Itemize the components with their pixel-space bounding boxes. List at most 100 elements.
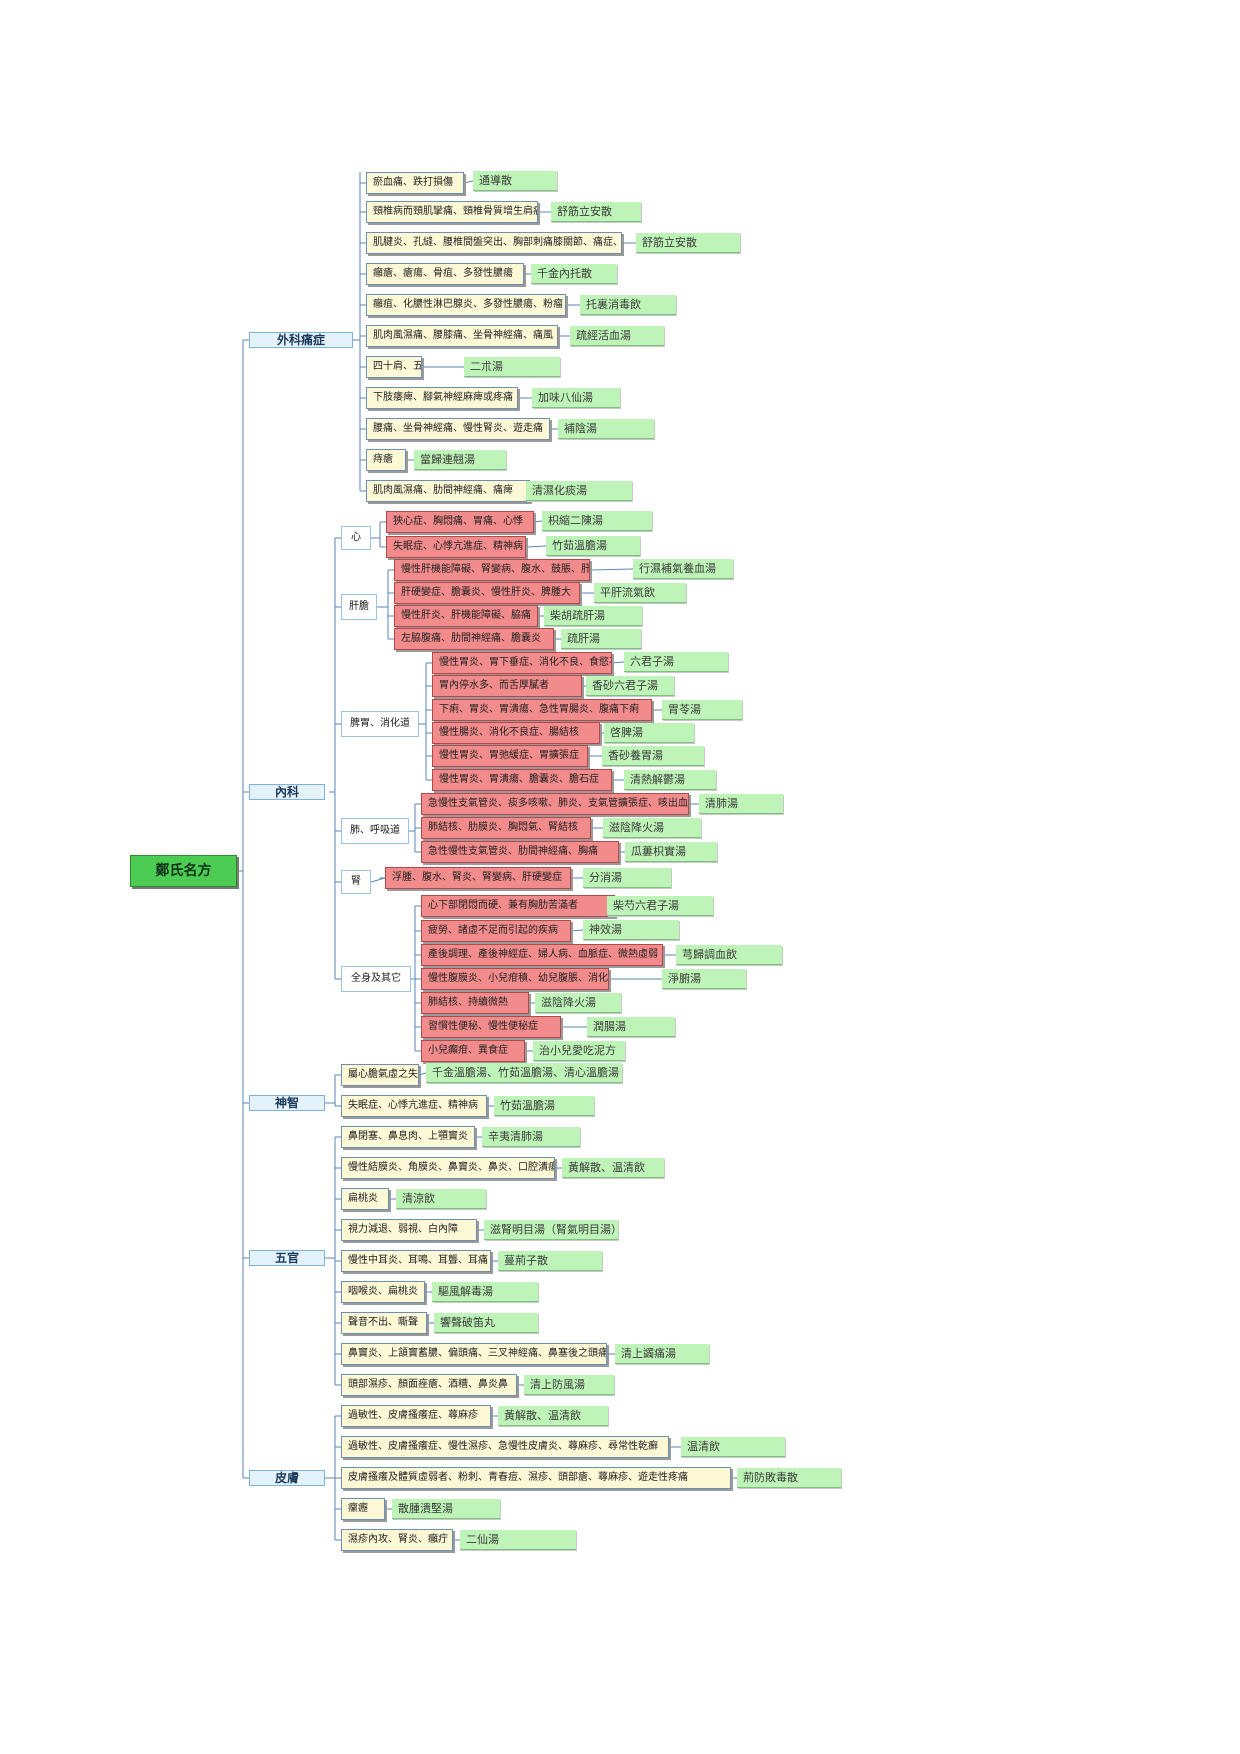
formula-box: 舒筋立安散 xyxy=(636,233,740,253)
symptom-node: 瘰癧 xyxy=(341,1498,385,1520)
symptom-node: 浮腫、腹水、腎炎、腎變病、肝硬變症 xyxy=(385,867,571,889)
symptom-node: 咽喉炎、扁桃炎 xyxy=(341,1281,425,1303)
symptom-node: 慢性胃炎、胃下垂症、消化不良、食慾不振 xyxy=(432,652,612,674)
formula-box: 清肺湯 xyxy=(699,794,783,814)
symptom-node: 慢性結膜炎、角膜炎、鼻竇炎、鼻炎、口腔潰瘍 xyxy=(341,1157,555,1179)
symptom-node: 癰瘡、瘡瘍、骨疽、多發性膿瘍 xyxy=(366,263,524,285)
symptom-node: 急性慢性支氣管炎、肋間神經痛、胸痛 xyxy=(421,841,619,863)
category-neike: 內科 xyxy=(249,784,325,800)
symptom-node: 肺結核、持續微熱 xyxy=(421,992,529,1014)
formula-box: 托裏消毒飲 xyxy=(580,295,676,315)
subgroup-shen: 腎 xyxy=(341,870,371,894)
symptom-node: 左脇腹痛、肋間神經痛、膽囊炎 xyxy=(394,628,554,650)
formula-box: 疏經活血湯 xyxy=(570,326,664,346)
formula-box: 治小兒愛吃泥方 xyxy=(533,1041,625,1061)
formula-box: 芎歸調血飲 xyxy=(676,945,782,965)
symptom-node: 產後調理、產後神經症、婦人病、血脈症、微熱虛弱 xyxy=(421,944,663,966)
formula-box: 散腫潰堅湯 xyxy=(392,1499,500,1519)
symptom-node: 肌肉風濕痛、腰膝痛、坐骨神經痛、痛風 xyxy=(366,325,558,347)
formula-box: 二朮湯 xyxy=(464,357,560,377)
formula-box: 黃解散、温清飲 xyxy=(562,1158,664,1178)
formula-box: 千金溫膽湯、竹茹溫膽湯、清心溫膽湯 xyxy=(426,1063,622,1083)
formula-box: 清上防風湯 xyxy=(524,1375,614,1395)
symptom-node: 聲音不出、嘶聲 xyxy=(341,1312,427,1334)
symptom-node: 慢性肝炎、肝機能障礙、脇痛 xyxy=(394,605,538,627)
symptom-node: 四十肩、五十肩 xyxy=(366,356,422,378)
symptom-node: 肝硬變症、膽囊炎、慢性肝炎、脾腫大 xyxy=(394,582,580,604)
subgroup-quanshen: 全身及其它 xyxy=(341,966,411,992)
subgroup-gandan: 肝膽 xyxy=(341,594,377,620)
symptom-node: 過敏性、皮膚搔癢症、慢性濕疹、急慢性皮膚炎、蕁麻疹、尋常性乾癬 xyxy=(341,1436,669,1458)
symptom-node: 慢性肝機能障礙、腎變病、腹水、鼓脹、肝硬變症 xyxy=(394,559,590,581)
formula-box: 蔓荊子散 xyxy=(498,1251,602,1271)
symptom-node: 過敏性、皮膚搔癢症、蕁麻疹 xyxy=(341,1405,491,1427)
symptom-node: 扁桃炎 xyxy=(341,1188,389,1210)
symptom-node: 失眠症、心悸亢進症、精神病 xyxy=(386,536,526,558)
category-waike: 外科痛症 xyxy=(249,332,353,348)
formula-box: 六君子湯 xyxy=(624,652,728,672)
connector-line xyxy=(370,877,386,883)
formula-box: 疏肝湯 xyxy=(561,629,641,649)
formula-box: 温清飲 xyxy=(681,1437,785,1457)
connector-line xyxy=(525,545,547,548)
symptom-node: 慢性胃炎、胃潰瘍、膽囊炎、膽石症 xyxy=(432,769,612,791)
root-node: 鄭氏名方 xyxy=(130,855,237,887)
symptom-node: 肺結核、肋膜炎、胸悶氣、腎結核 xyxy=(421,817,591,839)
symptom-node: 屬心膽氣虛之失眠症 xyxy=(341,1064,419,1086)
formula-box: 清熱解鬱湯 xyxy=(624,770,716,790)
connector-line xyxy=(463,180,474,184)
connector-line xyxy=(533,520,543,523)
formula-box: 清濕化痰湯 xyxy=(526,481,632,501)
formula-box: 分消湯 xyxy=(583,868,671,888)
formula-box: 淨腑湯 xyxy=(662,969,746,989)
symptom-node: 鼻竇炎、上頷竇蓄膿、偏頭痛、三叉神經痛、鼻塞後之頭痛 xyxy=(341,1343,607,1365)
formula-box: 神效湯 xyxy=(583,920,679,940)
formula-box: 枳縮二陳湯 xyxy=(542,511,652,531)
symptom-node: 急慢性支氣管炎、痰多咳嗽、肺炎、支氣管擴張症、咳出血 xyxy=(421,793,689,815)
formula-box: 滋腎明目湯（腎氣明目湯） xyxy=(484,1220,618,1240)
symptom-node: 慢性胃炎、胃弛緩症、胃擴張症 xyxy=(432,745,588,767)
formula-box: 瓜蔞枳實湯 xyxy=(625,842,717,862)
formula-box: 補陰湯 xyxy=(558,419,654,439)
formula-box: 竹茹溫膽湯 xyxy=(494,1096,594,1116)
symptom-node: 狹心症、胸悶痛、胃痛、心悸 xyxy=(386,511,534,533)
symptom-node: 鼻閉塞、鼻息肉、上顎竇炎 xyxy=(341,1126,475,1148)
symptom-node: 濕疹內攻、腎炎、癰疔 xyxy=(341,1529,453,1551)
formula-box: 香砂養胃湯 xyxy=(602,746,704,766)
symptom-node: 小兒癲疳、異食症 xyxy=(421,1040,525,1062)
symptom-node: 慢性中耳炎、耳鳴、耳聾、耳痛 xyxy=(341,1250,491,1272)
formula-box: 驅風解毒湯 xyxy=(432,1282,538,1302)
connector-line xyxy=(611,661,625,664)
symptom-node: 下肢痿痺、腳氣神經麻痺或疼痛 xyxy=(366,387,518,409)
symptom-node: 皮膚搔癢及體質虛弱者、粉刺、青春痘、濕疹、頭部瘡、蕁麻疹、遊走性疼痛 xyxy=(341,1467,731,1489)
symptom-node: 癰疽、化膿性淋巴腺炎、多發性膿瘍、粉瘤 xyxy=(366,294,566,316)
connector-line xyxy=(570,929,584,932)
formula-box: 平肝流氣飲 xyxy=(594,583,686,603)
category-shenzhi: 神智 xyxy=(249,1095,325,1111)
symptom-node: 慢性腸炎、消化不良症、腸結核 xyxy=(432,722,600,744)
formula-box: 柴胡疏肝湯 xyxy=(544,606,642,626)
formula-box: 當歸連翹湯 xyxy=(414,450,506,470)
symptom-node: 胃內停水多、而舌厚膩者 xyxy=(432,675,582,697)
symptom-node: 痔瘡 xyxy=(366,449,406,471)
subgroup-fei: 肺、呼吸道 xyxy=(341,818,409,844)
formula-box: 清涼飲 xyxy=(396,1189,486,1209)
symptom-node: 頭部濕疹、顏面痤瘡、酒糟、鼻炎鼻 xyxy=(341,1374,517,1396)
symptom-node: 頸椎病而頸肌攣痛、頸椎骨質增生肩痛 xyxy=(366,201,538,223)
formula-box: 竹茹溫膽湯 xyxy=(546,536,640,556)
symptom-node: 失眠症、心悸亢進症、精神病 xyxy=(341,1095,487,1117)
symptom-node: 肌肉風濕痛、肋間神經痛、痛痺 xyxy=(366,480,530,502)
formula-box: 辛夷清肺湯 xyxy=(482,1127,580,1147)
symptom-node: 下痢、胃炎、胃潰瘍、急性胃腸炎、腹痛下痢 xyxy=(432,699,652,721)
connector-line xyxy=(418,1072,427,1076)
formula-box: 加味八仙湯 xyxy=(532,388,620,408)
symptom-node: 習慣性便秘、慢性便秘症 xyxy=(421,1016,561,1038)
symptom-node: 疲勞、諸虛不足而引起的疾病 xyxy=(421,920,571,942)
formula-box: 舒筋立安散 xyxy=(551,202,641,222)
symptom-node: 視力減退、弱視、白內障 xyxy=(341,1219,477,1241)
symptom-node: 瘀血痛、跌打損傷 xyxy=(366,172,464,194)
formula-box: 潤腸湯 xyxy=(587,1017,675,1037)
symptom-node: 心下部閉悶而硬、兼有胸肋苦滿者 xyxy=(421,895,615,917)
